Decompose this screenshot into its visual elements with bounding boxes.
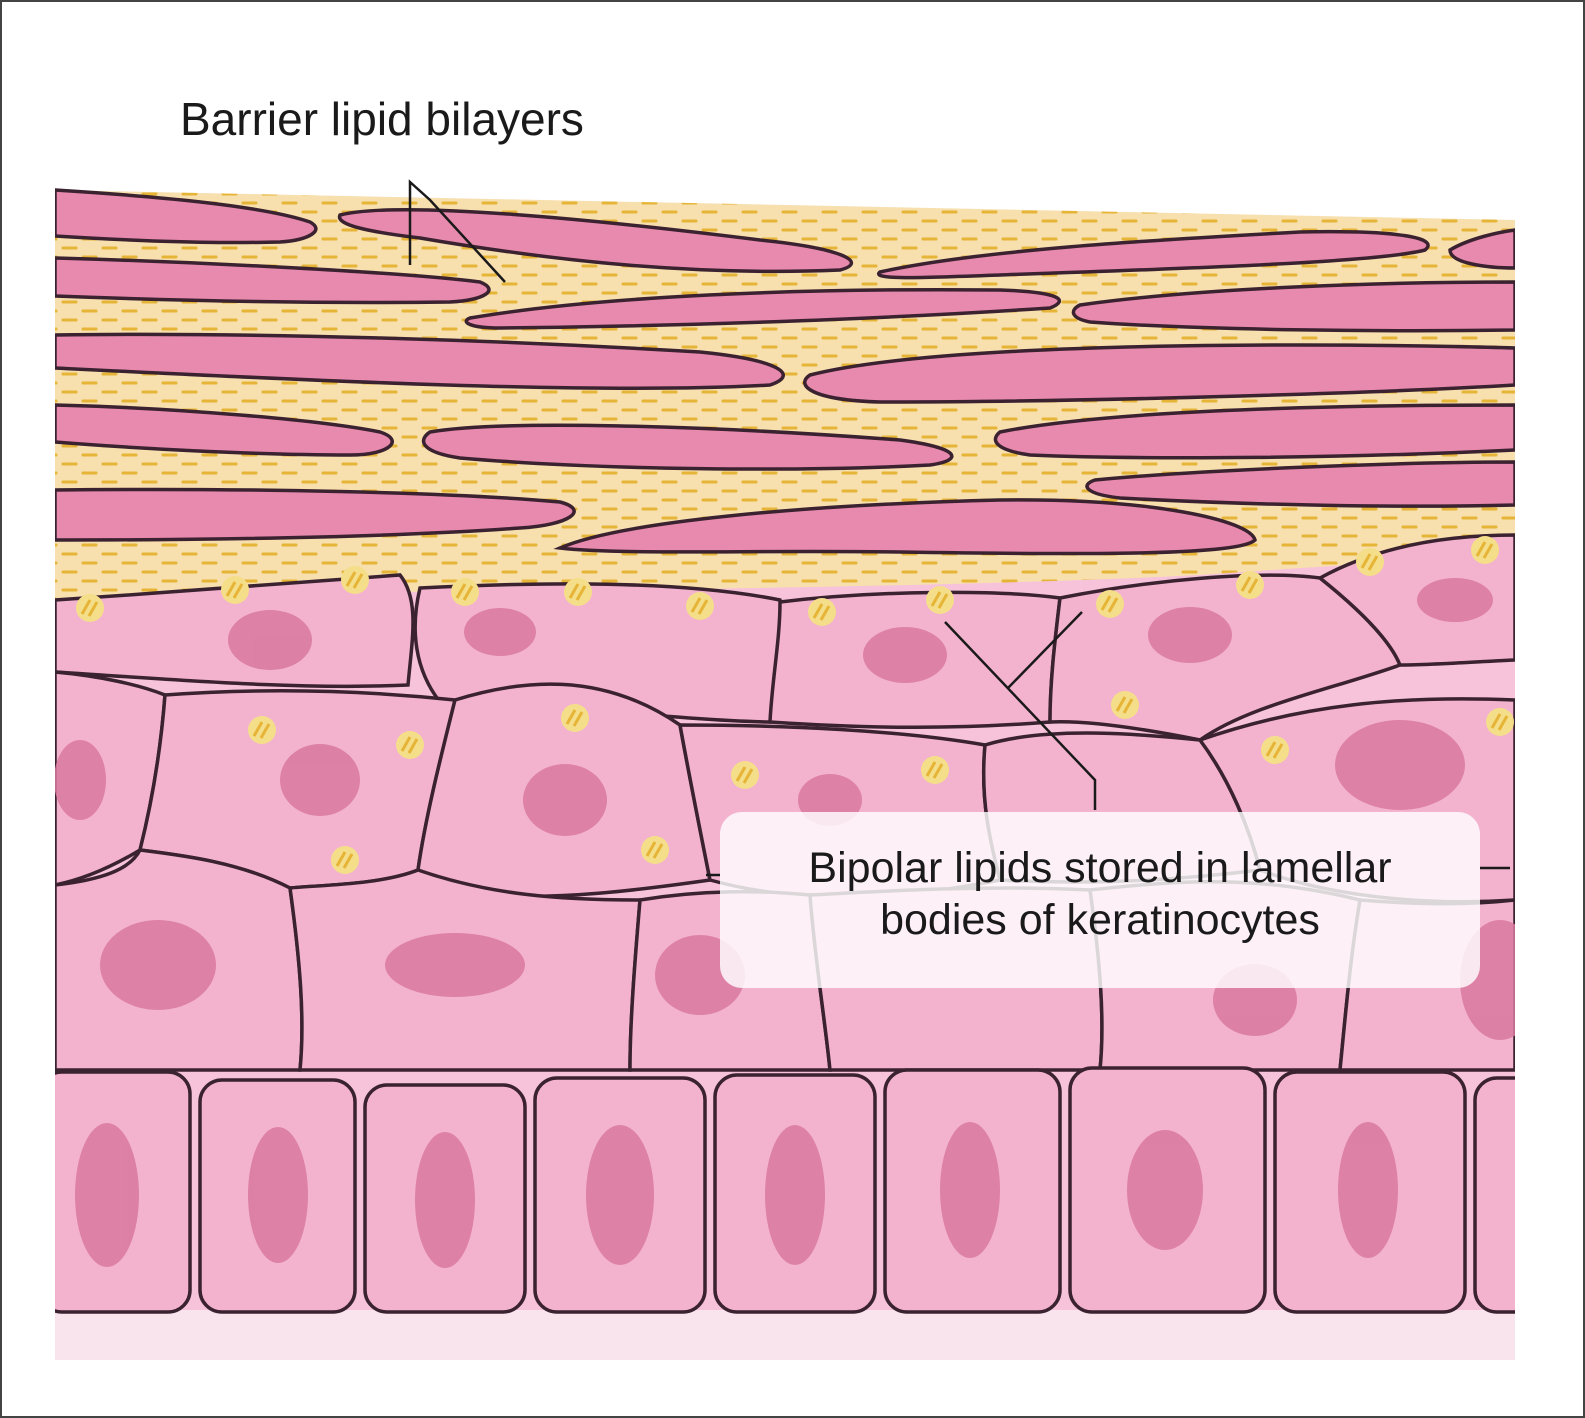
nucleus	[1417, 578, 1493, 622]
nucleus	[1338, 1122, 1398, 1258]
nucleus	[228, 610, 312, 670]
lamellar-body	[221, 576, 249, 604]
nucleus	[1148, 607, 1232, 663]
lamellar-body	[451, 578, 479, 606]
corneocyte	[876, 229, 1430, 280]
lamellar-body	[808, 598, 836, 626]
nucleus	[385, 933, 525, 997]
basal-fade	[55, 1310, 1515, 1360]
nuclei	[55, 578, 1515, 1268]
corneocyte	[1071, 280, 1515, 333]
lamellar-body	[686, 592, 714, 620]
label-bipolar-lipids: Bipolar lipids stored in lamellar bodies…	[720, 842, 1480, 946]
lamellar-body	[564, 578, 592, 606]
leader-line-top	[408, 179, 506, 283]
lamellar-body	[731, 761, 759, 789]
lamellar-bodies	[76, 536, 1514, 874]
nucleus	[55, 740, 106, 820]
leader-line-bottom-a	[944, 621, 1097, 810]
label-bipolar-lipids-line2: bodies of keratinocytes	[880, 896, 1320, 944]
nucleus	[940, 1122, 1000, 1258]
nucleus	[464, 608, 536, 656]
nucleus	[248, 1127, 308, 1263]
corneocyte	[55, 487, 576, 542]
nucleus	[415, 1132, 475, 1268]
leader-lines	[408, 179, 1510, 877]
nucleus	[75, 1123, 139, 1267]
nucleus	[523, 764, 607, 836]
lamellar-body	[331, 846, 359, 874]
nucleus	[586, 1125, 654, 1265]
corneocyte	[553, 498, 1257, 556]
callout-box: Bipolar lipids stored in lamellar bodies…	[720, 812, 1480, 988]
cell	[1473, 1076, 1515, 1314]
lamellar-body	[926, 586, 954, 614]
nucleus	[765, 1125, 825, 1265]
corneocytes	[55, 188, 1515, 556]
corneocyte	[993, 403, 1515, 460]
lamellar-body	[1111, 691, 1139, 719]
leader-line-bottom-b	[1007, 611, 1083, 689]
lamellar-body	[1096, 590, 1124, 618]
nucleus	[1335, 720, 1465, 810]
label-bipolar-lipids-line1: Bipolar lipids stored in lamellar	[808, 844, 1392, 892]
lamellar-body	[641, 836, 669, 864]
corneocyte	[421, 423, 954, 471]
corneocyte	[1448, 228, 1515, 270]
corneocyte	[55, 256, 491, 305]
lamellar-body	[76, 594, 104, 622]
label-barrier-lipid-bilayers: Barrier lipid bilayers	[180, 93, 584, 145]
corneocyte	[55, 332, 785, 391]
corneocyte	[55, 188, 318, 245]
lamellar-body	[921, 756, 949, 784]
lamellar-body	[561, 704, 589, 732]
corneocyte	[803, 343, 1515, 404]
lamellar-body	[1356, 548, 1384, 576]
corneocyte	[55, 403, 394, 457]
lamellar-body	[396, 731, 424, 759]
nucleus	[1127, 1130, 1203, 1250]
nucleus	[100, 920, 216, 1010]
corneocyte	[337, 208, 854, 274]
corneocyte	[1085, 460, 1515, 508]
lamellar-body	[1471, 536, 1499, 564]
lamellar-body	[1261, 736, 1289, 764]
lamellar-body	[1486, 708, 1514, 736]
corneocyte	[464, 287, 1062, 330]
lamellar-body	[248, 716, 276, 744]
lamellar-body	[1236, 571, 1264, 599]
lamellar-body	[341, 566, 369, 594]
nucleus	[280, 744, 360, 816]
nucleus	[863, 627, 947, 683]
